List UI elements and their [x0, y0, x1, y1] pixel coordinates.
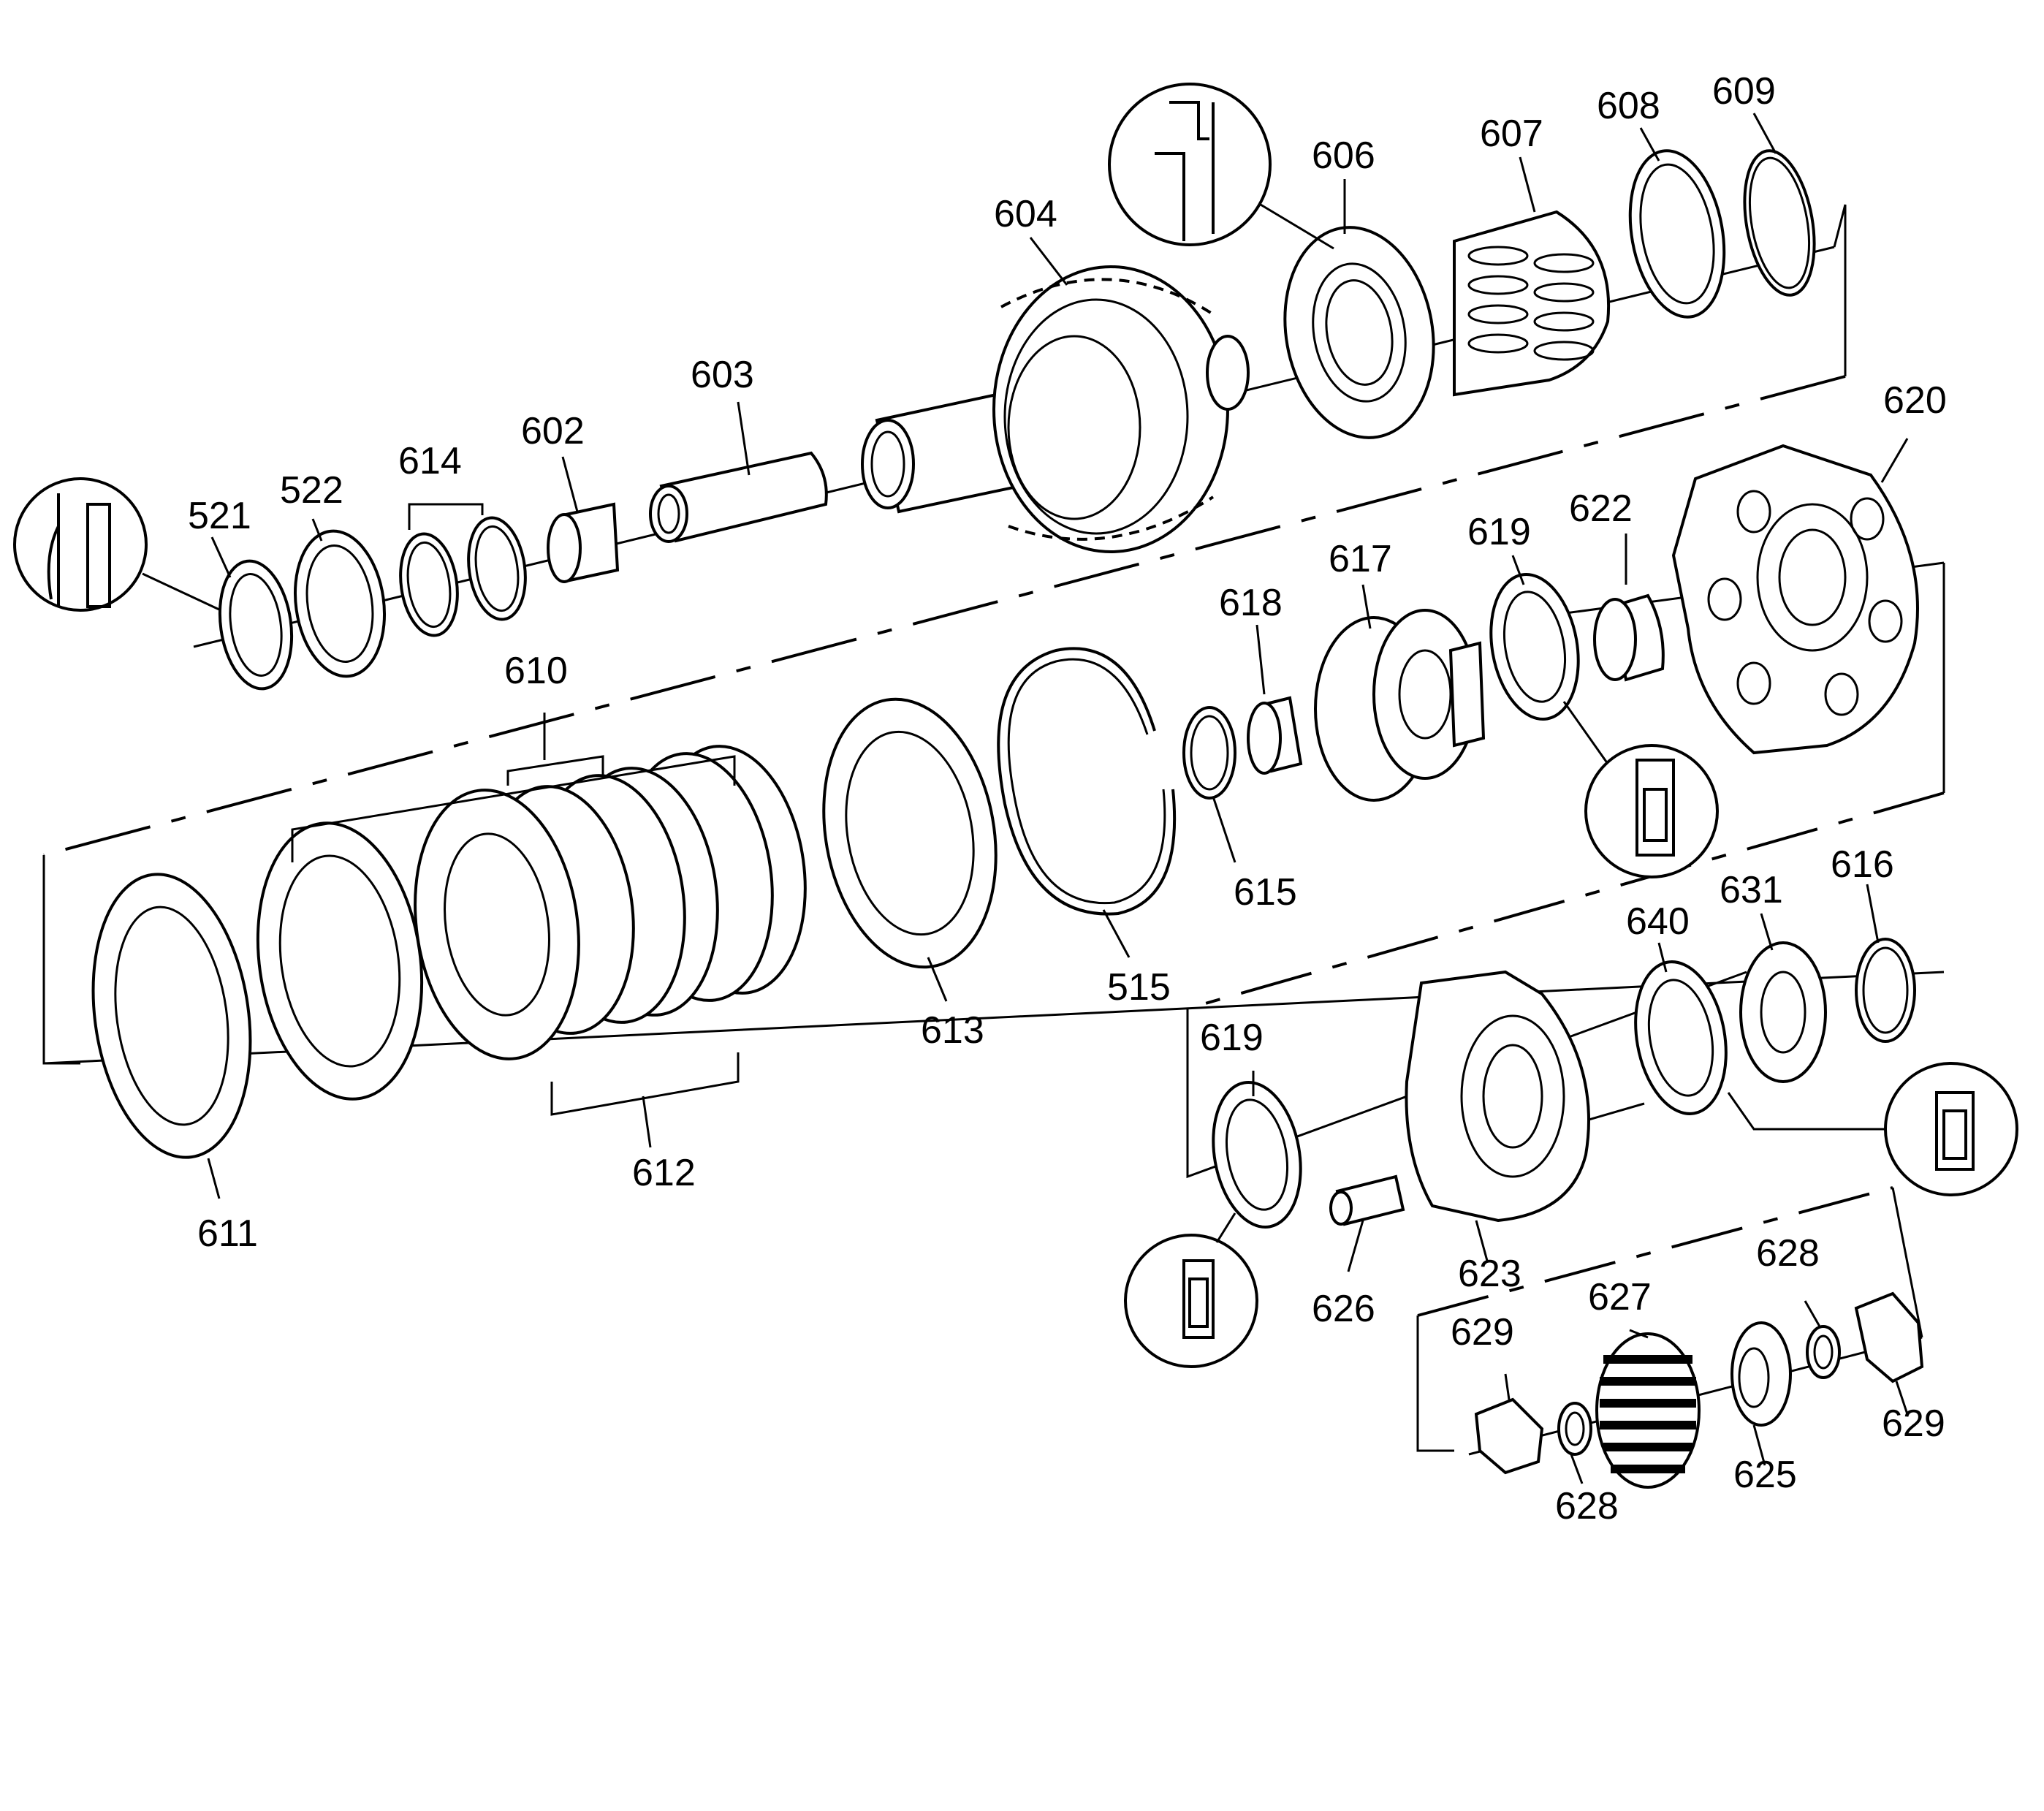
callout-522: 522: [280, 469, 343, 512]
part-608-ring: [1628, 149, 1726, 319]
callout-625: 625: [1733, 1454, 1797, 1496]
part-515-snap-ring: [997, 647, 1177, 916]
callout-616: 616: [1831, 843, 1894, 886]
callout-620: 620: [1883, 379, 1947, 422]
callout-515: 515: [1107, 966, 1171, 1009]
callout-627: 627: [1588, 1276, 1652, 1318]
part-610-plate: [256, 821, 424, 1101]
callout-629-right: 629: [1882, 1402, 1945, 1445]
callout-615: 615: [1234, 871, 1297, 914]
callout-labels: 521 522 614 602 603 604 606 607 608 609 …: [188, 70, 1947, 1527]
part-618-bushing: [1247, 696, 1303, 775]
callout-619-upper: 619: [1467, 511, 1531, 553]
part-631-gear: [1739, 941, 1827, 1083]
part-619-upper-bearing: [1489, 573, 1719, 878]
callout-611: 611: [197, 1212, 258, 1255]
detail-circle-640: [1727, 1062, 2018, 1196]
callout-628-upper: 628: [1756, 1232, 1820, 1275]
part-613-plate: [822, 697, 998, 969]
callout-640: 640: [1626, 900, 1690, 943]
callout-602: 602: [521, 410, 585, 452]
part-628-washers: [1557, 1325, 1841, 1456]
part-623-carrier: [1405, 970, 1590, 1223]
callout-608: 608: [1597, 85, 1660, 127]
callout-628-lower: 628: [1555, 1485, 1619, 1527]
part-607-spring-assembly: [1453, 210, 1611, 397]
part-614-snap-rings: [399, 503, 527, 637]
callout-604: 604: [994, 193, 1057, 235]
callout-612: 612: [632, 1152, 696, 1194]
part-604-drum: [861, 265, 1250, 553]
callout-609: 609: [1712, 70, 1776, 113]
part-521-seal: [13, 477, 294, 691]
part-522-ring: [293, 529, 387, 678]
part-616-snap-ring: [1855, 938, 1916, 1043]
part-615-snap-ring: [1182, 706, 1236, 800]
callout-607: 607: [1480, 113, 1543, 155]
callout-606: 606: [1312, 134, 1375, 177]
callout-619-lower: 619: [1200, 1017, 1264, 1059]
part-622-bushing: [1593, 593, 1665, 682]
callout-626: 626: [1312, 1288, 1375, 1330]
part-626-pin: [1329, 1174, 1405, 1226]
leader-lines: [207, 113, 1909, 1484]
part-606-piston: [1108, 83, 1435, 439]
part-617-sun-gear: [1314, 609, 1486, 802]
callout-610: 610: [504, 650, 568, 692]
part-625-pinion: [1730, 1321, 1792, 1427]
callout-614: 614: [398, 440, 462, 482]
part-609-snap-ring: [1743, 149, 1816, 297]
part-603-tube: [649, 451, 828, 543]
part-620-housing: [1671, 444, 1919, 755]
part-602-bushing: [547, 502, 620, 583]
callout-617: 617: [1329, 538, 1392, 580]
part-612-clutch-pack: [414, 745, 807, 1060]
callout-629-left: 629: [1451, 1311, 1514, 1353]
callout-618: 618: [1219, 582, 1283, 624]
part-627-pinion: [1595, 1332, 1701, 1489]
part-619-lower-bearing: [1124, 1081, 1302, 1368]
clutch-pack-brackets: [291, 713, 740, 1148]
callout-521: 521: [188, 495, 251, 537]
part-640-bearing: [1634, 960, 1728, 1115]
part-611-plate: [91, 873, 252, 1159]
callout-623: 623: [1458, 1253, 1521, 1295]
part-629-thrust-plates: [1474, 1291, 1924, 1475]
callout-631: 631: [1720, 869, 1783, 911]
callout-613: 613: [921, 1009, 984, 1052]
callout-622: 622: [1569, 487, 1633, 530]
callout-603: 603: [691, 354, 754, 396]
